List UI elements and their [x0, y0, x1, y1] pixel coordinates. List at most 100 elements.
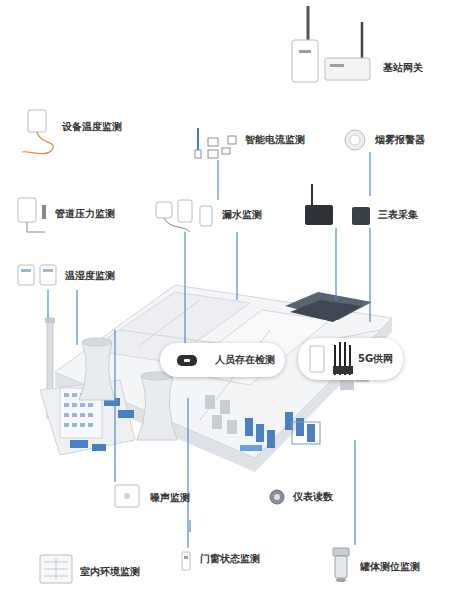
pressure-sensor-part [18, 198, 36, 222]
power-plant [40, 318, 177, 455]
power-plant-part-part [88, 423, 93, 427]
smoke-alarm [345, 130, 365, 150]
power-plant-part-part [72, 423, 77, 427]
smoke-alarm-part [350, 135, 360, 145]
device-label: 烟雾报警器 [375, 134, 425, 146]
current-sensor-part [208, 150, 218, 158]
meter-reader [270, 490, 284, 504]
power-plant-part-part [88, 413, 93, 417]
door-sensor [182, 552, 190, 570]
current-sensor-part [228, 136, 236, 144]
power-plant-part-part [64, 413, 69, 417]
current-sensor-part [195, 150, 201, 158]
door-sensor-part [182, 552, 190, 570]
factory-building-part-part [267, 430, 275, 448]
factory-building-part-part [240, 445, 262, 451]
power-plant-part [79, 342, 115, 400]
tank-level-sensor-part [336, 578, 346, 582]
indoor-env-panel-part [56, 558, 57, 580]
power-plant-part-part [80, 423, 85, 427]
power-plant-part [118, 410, 134, 418]
meter-reader-part [274, 494, 280, 500]
meter-collector-part [305, 205, 333, 225]
device-label: 室内环境监测 [80, 566, 140, 578]
pressure-sensor-part [27, 222, 45, 232]
meter-collector-part [352, 207, 370, 225]
power-plant-part-part [72, 413, 77, 417]
leader-line-part [189, 520, 190, 532]
power-plant-part-part [64, 403, 69, 407]
leader-line-part [335, 228, 336, 300]
factory-building-part-part [245, 418, 253, 436]
temperature-sensor-part [28, 110, 46, 132]
base-station-gateway-part [330, 64, 344, 67]
bubble-node: 人员存在检测 [160, 343, 285, 377]
power-plant-part [82, 338, 112, 346]
factory-building-part [240, 412, 315, 451]
node-label: 人员存在检测 [215, 353, 275, 367]
factory-building-part-part [256, 424, 264, 442]
power-plant-part-part [80, 403, 85, 407]
indoor-env-panel [40, 555, 72, 583]
meter-collector [305, 184, 370, 225]
factory-building-part-part [296, 418, 304, 436]
current-sensor-part [222, 148, 230, 154]
factory-building-part [290, 300, 362, 322]
factory-building-part [140, 300, 200, 345]
power-plant-part-part [64, 393, 69, 397]
device-label: 噪声监测 [150, 492, 190, 504]
power-plant-part-part [88, 403, 93, 407]
power-plant-part-part [72, 403, 77, 407]
leak-sensor-part [200, 206, 212, 226]
temp-humidity-sensor-part [40, 265, 56, 285]
temp-humidity-sensor-part [18, 265, 34, 285]
device-label: 三表采集 [378, 209, 418, 221]
factory-building-part [205, 372, 369, 434]
device-label: 漏水监测 [222, 209, 262, 221]
factory-building-part-part [212, 415, 222, 429]
power-plant-part [92, 444, 106, 451]
meter-collector-part [311, 184, 313, 205]
temperature-sensor [22, 110, 53, 154]
power-plant-part-part [80, 413, 85, 417]
tank-level-sensor [333, 548, 349, 582]
node-label: 5G供网 [358, 352, 393, 366]
device-label: 基站网关 [383, 62, 423, 74]
base-station-gateway-part [299, 50, 311, 53]
power-plant-part [70, 440, 88, 448]
temperature-sensor-part [22, 132, 53, 154]
indoor-env-panel-part [40, 555, 72, 583]
device-label: 智能电流监测 [245, 134, 305, 146]
leader-line-part [76, 290, 77, 345]
power-plant-part-part [72, 393, 77, 397]
door-sensor-part [184, 556, 188, 559]
leader-line-part [47, 290, 48, 318]
device-label: 管道压力监测 [55, 208, 115, 220]
current-sensor [195, 128, 236, 158]
factory-building-part-part [205, 395, 215, 409]
base-station-gateway-part [292, 40, 318, 82]
device-label: 温湿度监测 [65, 270, 115, 282]
leak-sensor [156, 200, 212, 232]
noise-sensor-part [115, 485, 139, 507]
leader-line-part [354, 440, 355, 545]
leak-sensor-part [156, 202, 172, 218]
device-label: 门窗状态监测 [200, 553, 260, 565]
leader-line-part [369, 152, 370, 196]
power-plant-part-part [64, 423, 69, 427]
noise-sensor [115, 485, 139, 507]
base-station-gateway-part [307, 6, 310, 42]
factory-building-part-part [307, 424, 315, 442]
pressure-sensor-part [42, 205, 46, 219]
tank-level-sensor-part [333, 548, 349, 556]
temp-humidity-sensor-part [43, 269, 53, 272]
temp-humidity-sensor-part [21, 269, 31, 272]
leader-line-part [217, 160, 218, 200]
tank-level-sensor-part [335, 556, 347, 578]
base-station-gateway-part [325, 58, 370, 80]
leader-line-part [184, 232, 185, 345]
power-plant-part [45, 318, 55, 323]
